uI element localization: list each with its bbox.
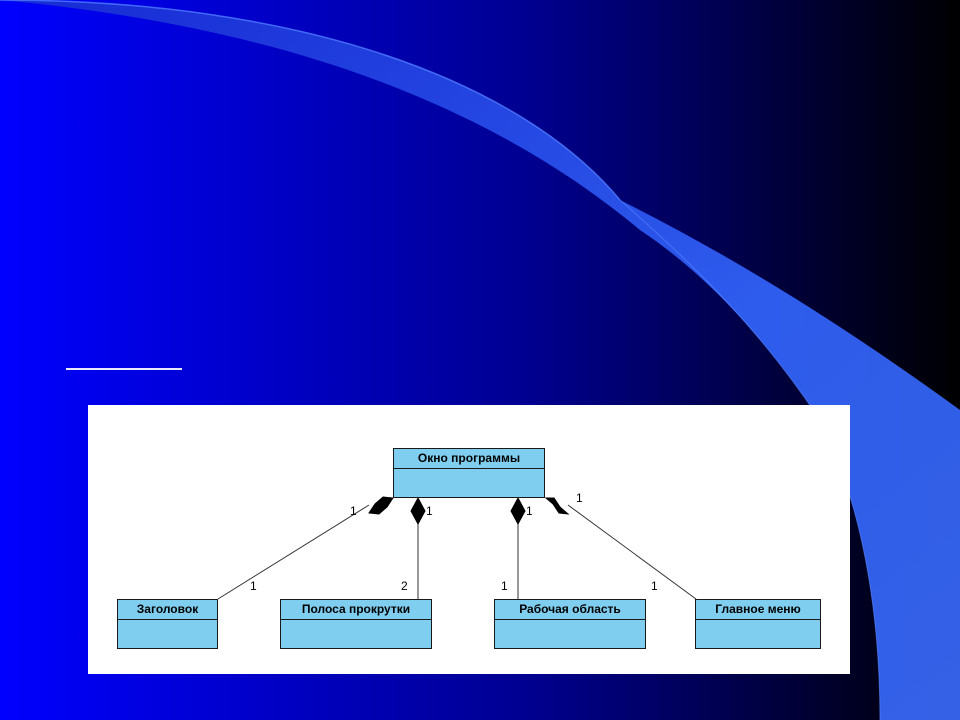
composition-diamond-workspace	[510, 496, 526, 526]
class-title: Заголовок	[117, 599, 218, 649]
class-mainmenu-name: Главное меню	[696, 600, 820, 620]
multiplicity-mainmenu-whole: 1	[576, 491, 583, 505]
composition-diamond-scrollbar	[410, 496, 426, 526]
multiplicity-workspace-whole: 1	[526, 504, 533, 518]
multiplicity-scrollbar-whole: 1	[426, 504, 433, 518]
composition-diamond-mainmenu	[544, 497, 570, 515]
connector-mainmenu	[567, 504, 697, 600]
class-scrollbar: Полоса прокрутки	[280, 599, 432, 649]
uml-diagram-panel: Окно программы Заголовок Полоса прокрутк…	[88, 405, 850, 674]
class-title-name: Заголовок	[118, 600, 217, 620]
connector-title	[217, 504, 370, 600]
composition-connectors	[217, 496, 697, 600]
multiplicity-workspace-part: 1	[501, 579, 508, 593]
class-workspace-name: Рабочая область	[495, 600, 645, 620]
multiplicity-title-whole: 1	[350, 504, 357, 518]
multiplicity-scrollbar-part: 2	[401, 579, 408, 593]
class-workspace: Рабочая область	[494, 599, 646, 649]
multiplicity-title-part: 1	[250, 579, 257, 593]
class-scrollbar-name: Полоса прокрутки	[281, 600, 431, 620]
class-window: Окно программы	[393, 448, 545, 498]
class-mainmenu: Главное меню	[695, 599, 821, 649]
class-window-name: Окно программы	[394, 449, 544, 469]
composition-diamond-title	[368, 496, 394, 515]
title-underline	[66, 368, 182, 370]
multiplicity-mainmenu-part: 1	[651, 579, 658, 593]
